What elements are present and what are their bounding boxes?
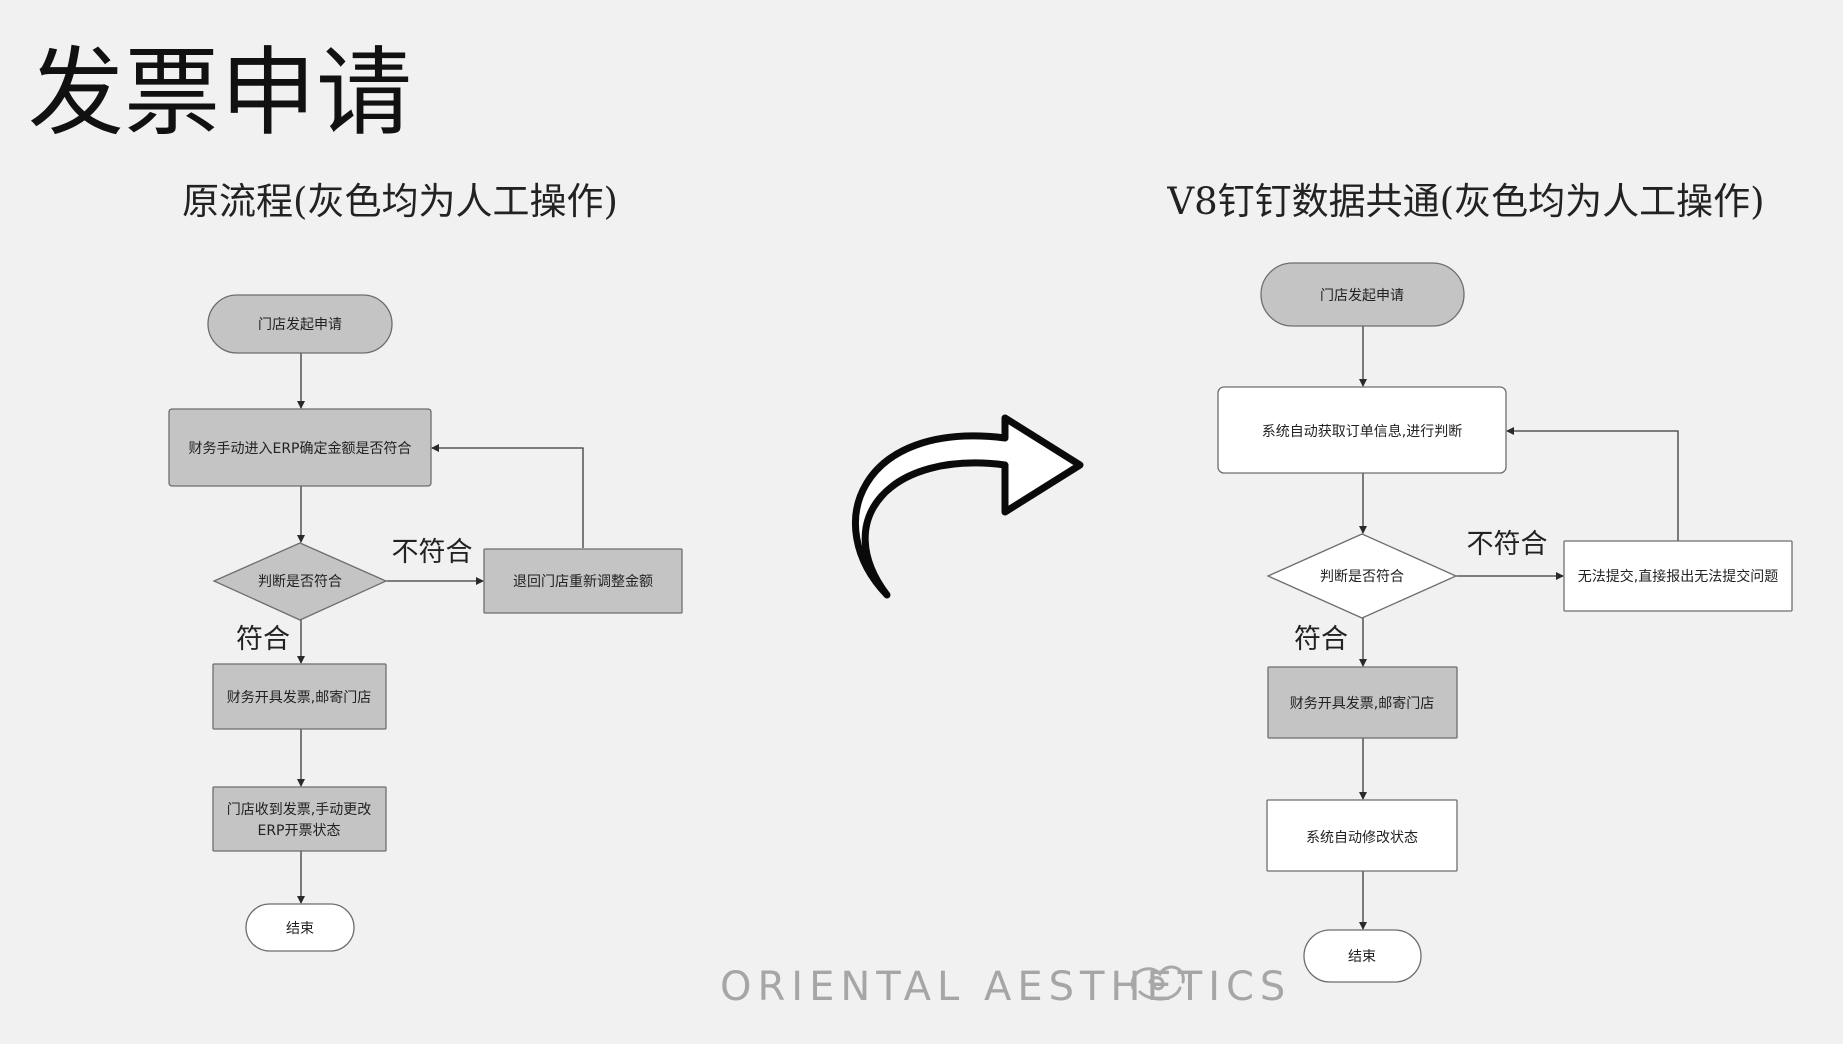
original-check-node <box>168 408 432 487</box>
original-decision-label: 判断是否符合 <box>258 574 342 590</box>
original-flowchart: 门店发起申请 财务手动进入ERP确定金额是否符合 判断是否符合 退回门店重新调整… <box>168 294 683 952</box>
v8-end-label: 结束 <box>1348 949 1376 965</box>
v8-invoice-label: 财务开具发票,邮寄门店 <box>1290 695 1434 712</box>
v8-yes-label: 符合 <box>1294 624 1348 655</box>
original-receive-label-line1: 门店收到发票,手动更改 <box>227 802 371 818</box>
v8-decision-label: 判断是否符合 <box>1320 569 1404 585</box>
v8-no-label: 不符合 <box>1467 529 1548 560</box>
v8-auto-check-node <box>1217 386 1507 474</box>
original-invoice-label: 财务开具发票,邮寄门店 <box>227 689 371 706</box>
original-check-label: 财务手动进入ERP确定金额是否符合 <box>188 441 411 457</box>
original-end-node <box>245 903 355 952</box>
original-return-label: 退回门店重新调整金额 <box>513 574 653 590</box>
v8-flowchart: 门店发起申请 系统自动获取订单信息,进行判断 判断是否符合 无法提交,直接报出无… <box>1217 262 1793 983</box>
v8-start-node <box>1260 262 1465 327</box>
v8-flow-subtitle: V8钉钉数据共通(灰色均为人工操作) <box>1166 180 1764 223</box>
watermark-text: ORIENTAL AESTHETICS <box>720 964 1291 1010</box>
original-start-label: 门店发起申请 <box>258 317 342 333</box>
original-decision-node <box>212 542 388 621</box>
original-flow-subtitle: 原流程(灰色均为人工操作) <box>182 180 618 223</box>
v8-invoice-node <box>1267 666 1458 739</box>
original-end-label: 结束 <box>286 921 314 937</box>
v8-decision-node <box>1266 533 1458 619</box>
original-no-label: 不符合 <box>392 537 473 568</box>
v8-auto-check-label: 系统自动获取订单信息,进行判断 <box>1262 423 1462 440</box>
cloud-swirl-icon <box>1130 965 1185 1001</box>
v8-error-node <box>1563 540 1793 612</box>
edge-v8-error-to-auto <box>1506 427 1679 541</box>
original-invoice-node <box>212 663 387 730</box>
slide-title: 发票申请 <box>28 37 412 149</box>
original-yes-label: 符合 <box>236 624 290 655</box>
v8-end-node <box>1303 929 1422 983</box>
original-return-node <box>483 548 683 614</box>
v8-error-label: 无法提交,直接报出无法提交问题 <box>1578 568 1778 585</box>
v8-start-label: 门店发起申请 <box>1320 288 1404 304</box>
v8-status-node <box>1266 799 1458 872</box>
original-receive-node <box>212 786 387 852</box>
original-receive-label-line2: ERP开票状态 <box>257 823 340 839</box>
v8-status-label: 系统自动修改状态 <box>1306 830 1418 846</box>
curved-arrow-right-icon <box>851 414 1084 599</box>
edge-return-to-check <box>431 444 584 548</box>
original-start-node <box>207 294 393 354</box>
